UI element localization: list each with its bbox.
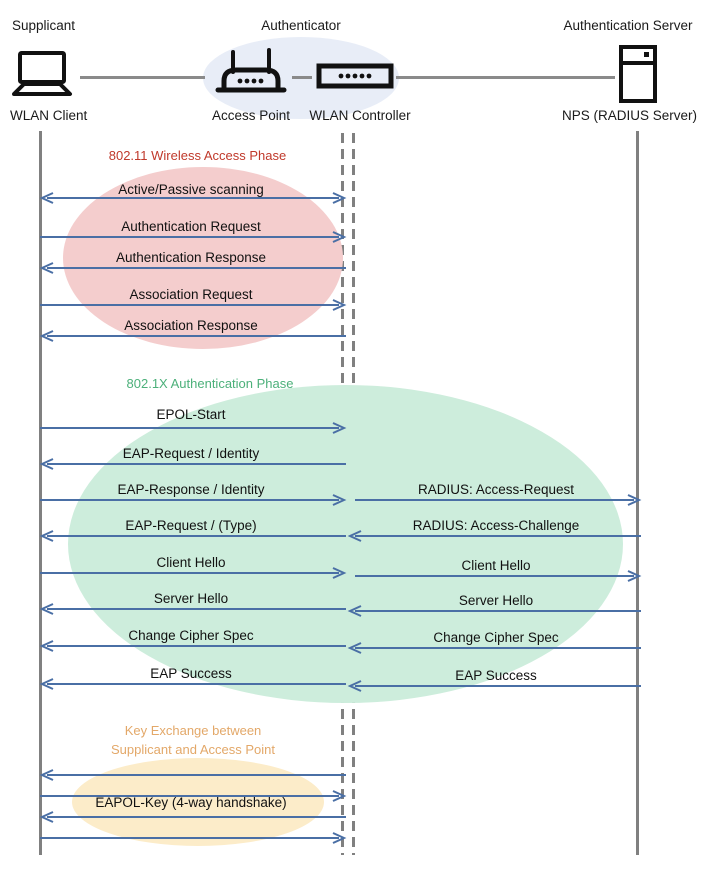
message-label: Server Hello [458, 593, 534, 608]
message-arrow [39, 832, 347, 844]
message-arrow [39, 422, 347, 434]
message-arrow [39, 494, 347, 506]
message-label: RADIUS: Access-Challenge [412, 518, 580, 533]
message-label: Client Hello [461, 558, 531, 573]
message-arrow [39, 231, 347, 243]
message-arrow [39, 811, 347, 823]
message-arrow [39, 458, 347, 470]
message-label: EAP-Request / Identity [122, 446, 260, 461]
lifeline-supplicant [39, 131, 42, 855]
actor-device-nps-radius-server: NPS (RADIUS Server) [561, 108, 698, 123]
message-label: Association Response [124, 318, 258, 333]
message-arrow [39, 790, 347, 802]
message-arrow [39, 640, 347, 652]
message-label: Active/Passive scanning [118, 182, 264, 197]
actor-role-authenticator: Authenticator [261, 18, 341, 33]
phase-title-key-exchange-line2: Supplicant and Access Point [110, 742, 276, 757]
phase-ellipse-key-exchange [72, 758, 324, 846]
message-arrow [39, 530, 347, 542]
message-label: Client Hello [156, 555, 226, 570]
message-arrow [39, 678, 347, 690]
access-point-icon [214, 48, 288, 98]
link-client-to-ap [80, 76, 205, 79]
phase-title-key-exchange-line1: Key Exchange between [124, 723, 262, 738]
message-arrow [39, 567, 347, 579]
message-label: Change Cipher Spec [433, 630, 559, 645]
message-arrow [39, 769, 347, 781]
message-label: Change Cipher Spec [128, 628, 254, 643]
message-arrow [347, 642, 642, 654]
message-label: Authentication Response [115, 250, 267, 265]
message-label: Server Hello [153, 591, 229, 606]
message-label: EAP-Request / (Type) [125, 518, 257, 533]
message-arrow [347, 605, 642, 617]
message-label: EAP-Response / Identity [117, 482, 265, 497]
link-ap-to-controller [292, 76, 312, 79]
wlan-controller-icon [316, 62, 394, 90]
laptop-icon [12, 50, 76, 98]
message-label: EAPOL-Key (4-way handshake) [95, 795, 287, 810]
message-arrow [347, 530, 642, 542]
actor-device-wlan-controller: WLAN Controller [309, 108, 411, 123]
actor-device-access-point: Access Point [211, 108, 291, 123]
phase-title-wireless-access: 802.11 Wireless Access Phase [108, 148, 287, 163]
link-controller-to-server [396, 76, 615, 79]
message-arrow [39, 262, 347, 274]
message-arrow [347, 680, 642, 692]
message-label: Association Request [129, 287, 253, 302]
message-arrow [39, 299, 347, 311]
message-label: Authentication Request [121, 219, 261, 234]
message-arrow [39, 192, 347, 204]
lifeline-authentication-server [636, 131, 639, 855]
message-label: EAP Success [455, 668, 537, 683]
message-arrow [39, 603, 347, 615]
message-label: EPOL-Start [156, 407, 226, 422]
actor-device-wlan-client: WLAN Client [10, 108, 88, 123]
message-arrow [39, 330, 347, 342]
actor-role-authentication-server: Authentication Server [563, 18, 693, 33]
phase-ellipse-dot1x-authentication [68, 385, 623, 703]
actor-role-supplicant: Supplicant [12, 18, 76, 33]
message-label: EAP Success [150, 666, 232, 681]
phase-title-dot1x-authentication: 802.1X Authentication Phase [126, 376, 294, 391]
message-arrow [354, 494, 642, 506]
server-icon [617, 45, 659, 103]
message-label: RADIUS: Access-Request [417, 482, 575, 497]
message-arrow [354, 570, 642, 582]
